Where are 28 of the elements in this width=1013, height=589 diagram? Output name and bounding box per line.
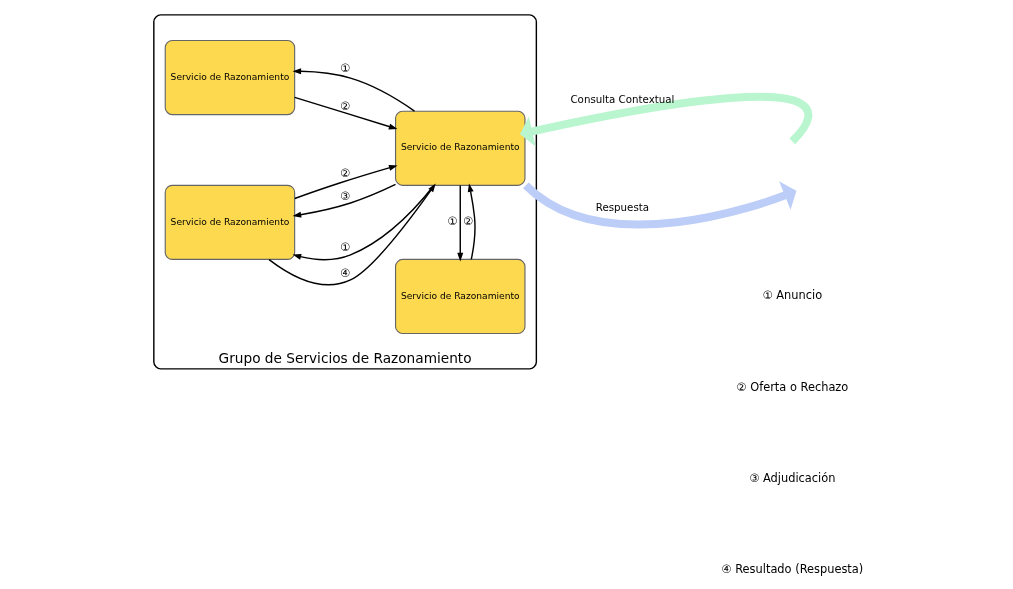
edge-label: ② <box>462 214 473 229</box>
arrow <box>522 181 796 229</box>
arrow <box>293 96 397 130</box>
edge-label: ② <box>339 98 350 113</box>
edge-label: ④ <box>339 265 350 280</box>
edge-label: ③ <box>339 188 350 203</box>
arrow <box>292 68 415 112</box>
edge-label: Respuesta <box>595 201 649 214</box>
node-box: Servicio de Razonamiento <box>394 258 526 335</box>
node-box: Servicio de Razonamiento <box>394 110 526 186</box>
edge-label: ① <box>446 214 457 229</box>
edge-label: ① <box>339 61 350 76</box>
node-box: Servicio de Razonamiento <box>164 39 295 116</box>
label: ② Oferta o Rechazo <box>735 379 848 394</box>
arrow <box>519 92 812 147</box>
label: ④ Resultado (Respuesta) <box>720 561 863 576</box>
node-box: Servicio de Razonamiento <box>164 184 295 260</box>
edge-label: Consulta Contextual <box>569 92 674 105</box>
edge-label: ② <box>339 165 350 180</box>
label: ① Anuncio <box>761 288 822 303</box>
arrow <box>292 184 435 261</box>
arrow <box>467 183 476 261</box>
label: ③ Adjudicación <box>748 470 835 485</box>
edge-label: ① <box>339 240 350 255</box>
arrow <box>456 184 463 262</box>
arrow <box>267 183 436 286</box>
arrow <box>293 164 398 200</box>
arrow <box>292 183 396 218</box>
